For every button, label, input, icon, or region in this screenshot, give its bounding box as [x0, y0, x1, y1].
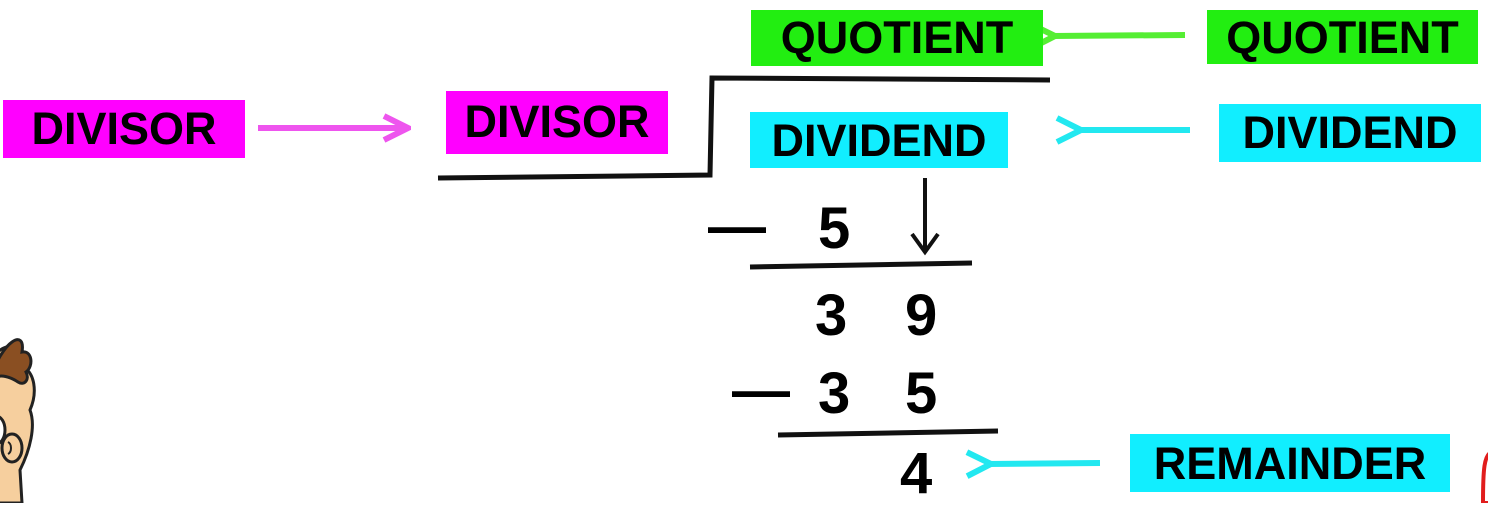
quotient-arrow: [1052, 35, 1186, 36]
subtracted-ones-digit: 5: [905, 361, 938, 426]
bring-down-arrow: [910, 178, 940, 256]
divisor-term-label: DIVISOR: [3, 100, 245, 158]
difference-ones-digit: 9: [905, 283, 938, 348]
quotient-box-label: QUOTIENT: [751, 10, 1043, 66]
subtracted-tens-digit: 3: [818, 361, 851, 426]
cartoon-boy-image: [0, 338, 36, 503]
remainder-value: 4: [900, 441, 933, 506]
subtraction-bar-2: [777, 428, 999, 438]
remainder-term-label: REMAINDER: [1130, 434, 1450, 492]
cropped-red-shape: [1480, 452, 1488, 503]
dividend-term-label: DIVIDEND: [1219, 104, 1481, 162]
remainder-arrow: [988, 463, 1101, 464]
subtraction-bar-1: [749, 260, 973, 270]
dividend-box-label: DIVIDEND: [750, 112, 1008, 168]
difference-tens-digit: 3: [815, 283, 848, 348]
quotient-term-label: QUOTIENT: [1207, 10, 1478, 64]
subtracted-value-1: 5: [818, 196, 851, 261]
division-bracket: [437, 75, 1051, 181]
minus-sign-2: —: [732, 358, 790, 423]
divisor-box-label: DIVISOR: [446, 91, 668, 154]
minus-sign-1: —: [708, 194, 766, 259]
